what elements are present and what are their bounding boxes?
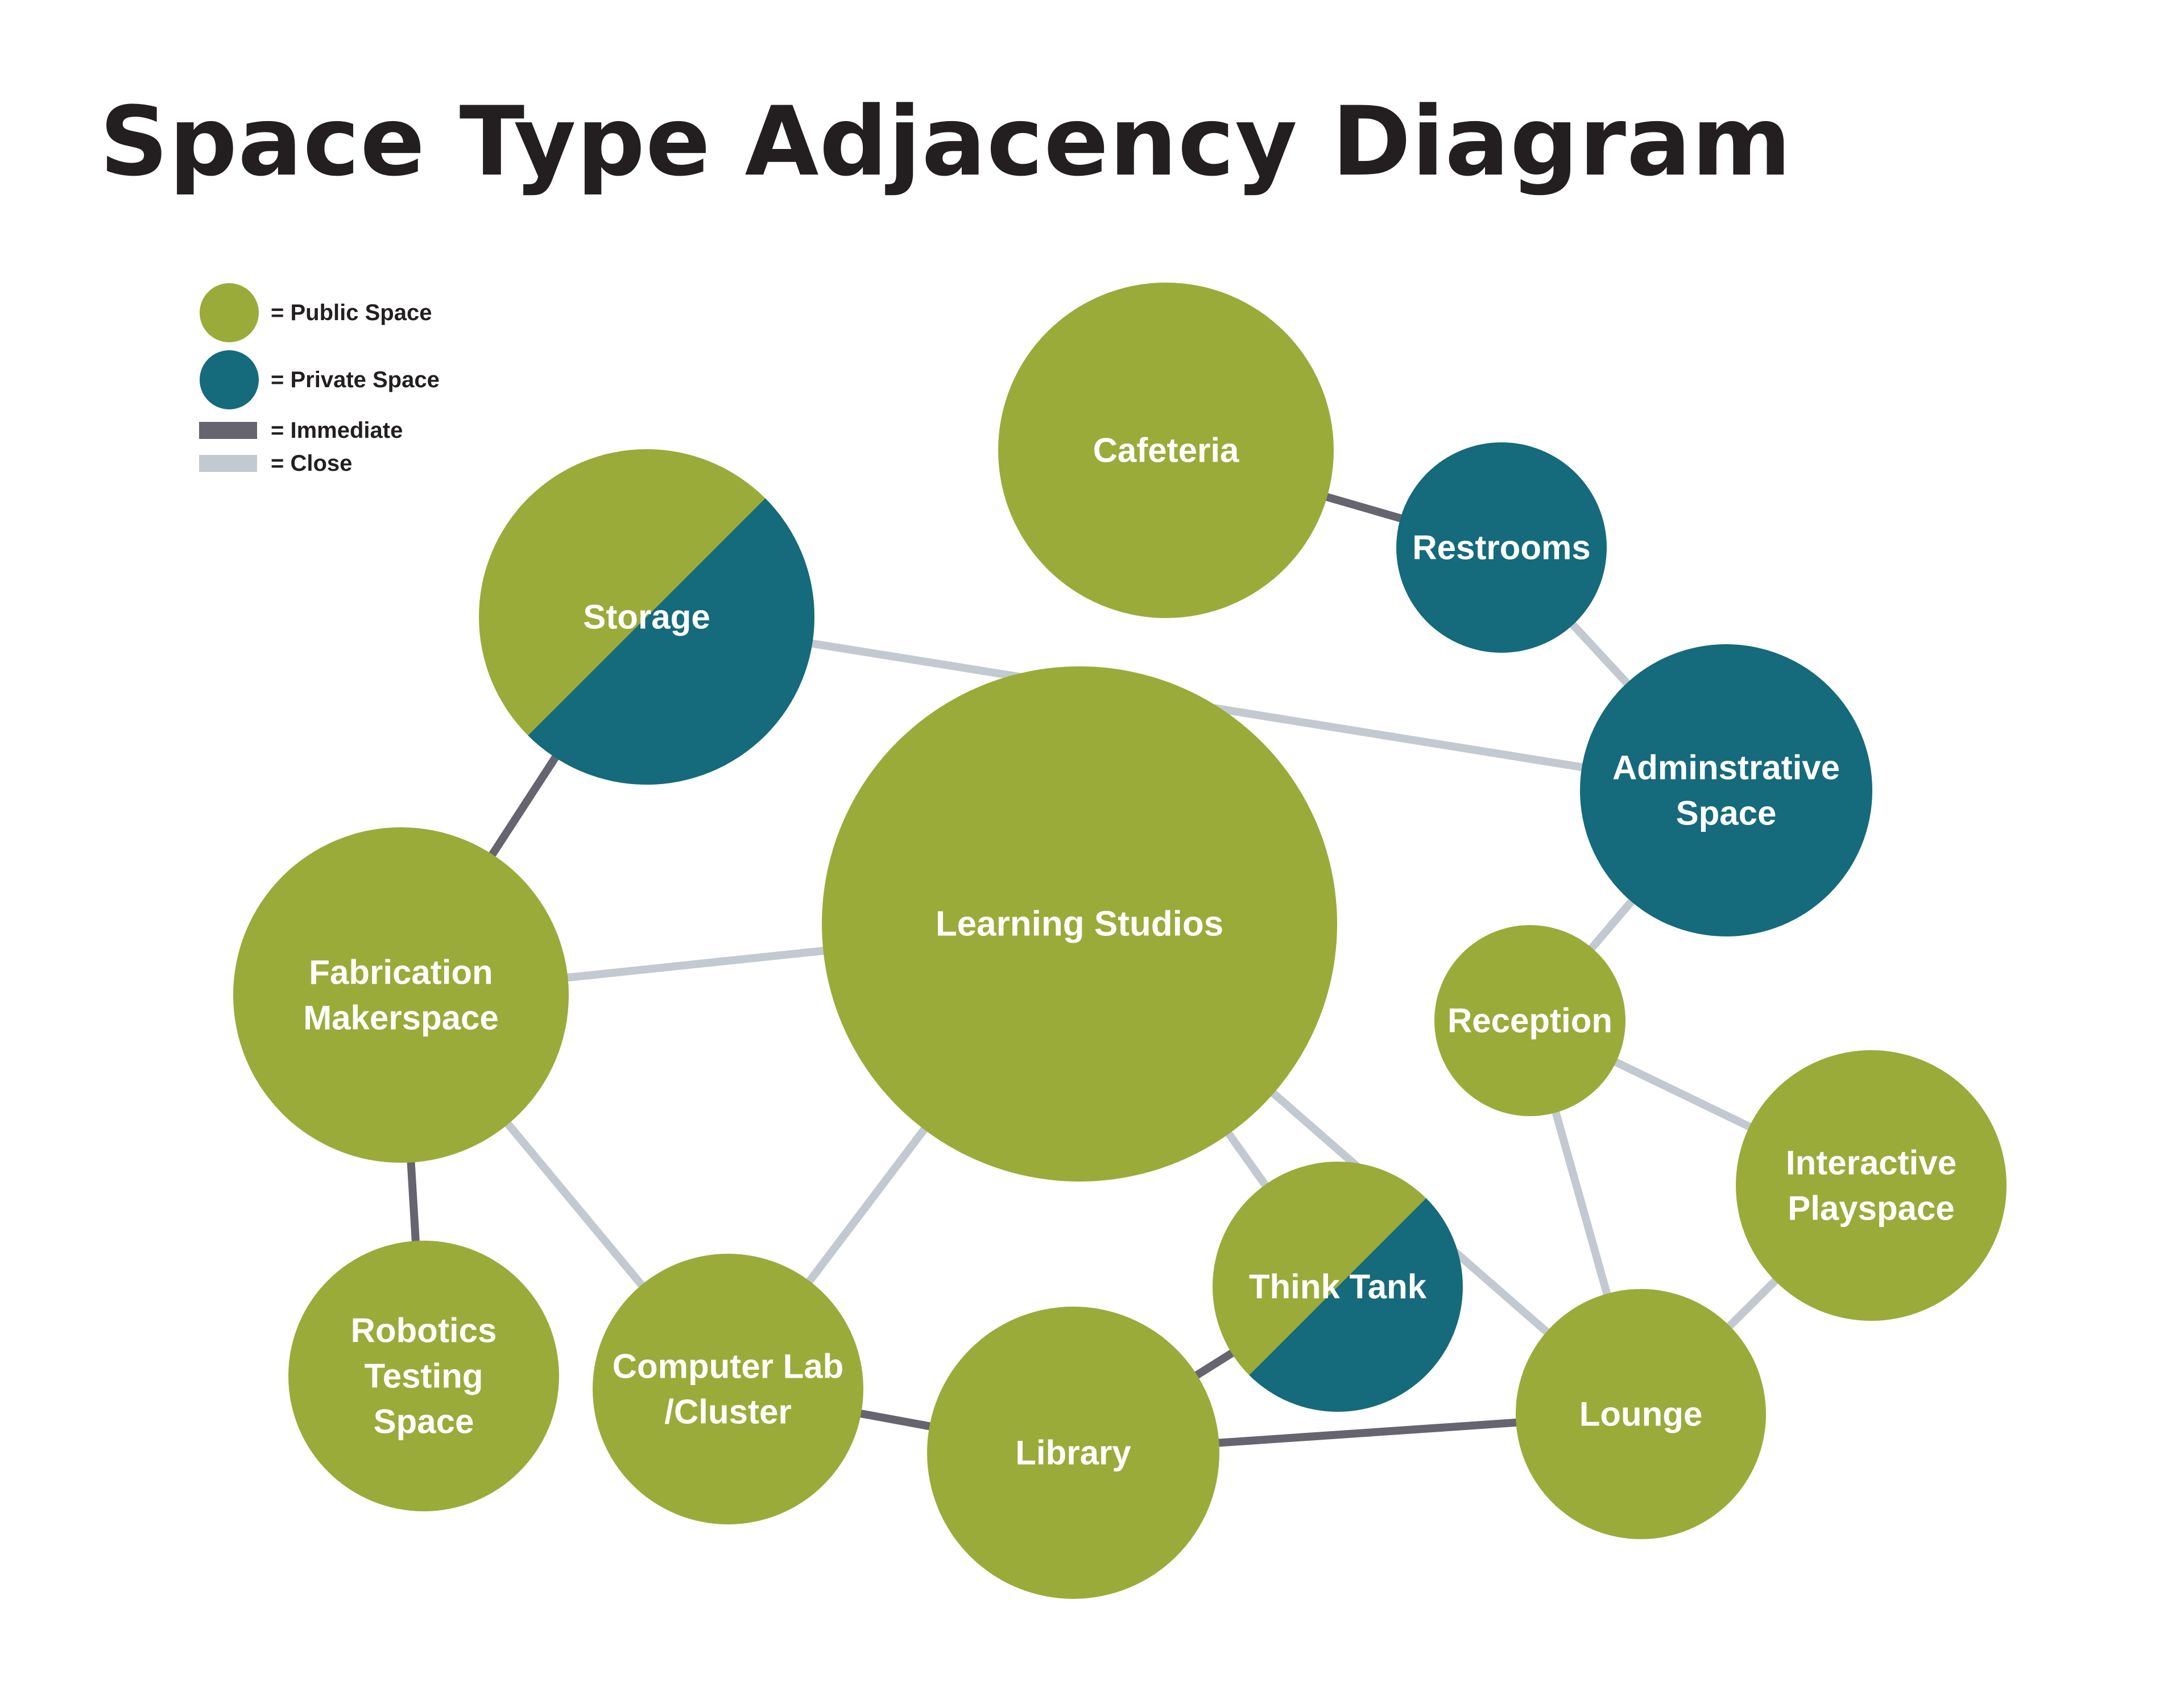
node-cafeteria-label: Cafeteria: [1093, 432, 1239, 470]
node-interactive-label: Interactive: [1786, 1144, 1956, 1182]
node-robotics-label: Robotics: [351, 1312, 497, 1350]
node-admin-label: Adminstrative: [1612, 749, 1840, 787]
node-robotics-label: Space: [374, 1403, 474, 1441]
node-admin-label: Space: [1676, 794, 1777, 832]
node-reception: Reception: [1434, 925, 1625, 1116]
node-thinktank-label: Think Tank: [1249, 1268, 1427, 1306]
node-cafeteria: Cafeteria: [998, 283, 1334, 618]
nodes-layer: Storage CafeteriaRestroomsAdminstrativeSp…: [233, 283, 2007, 1599]
node-fabrication-circle: [233, 827, 569, 1163]
node-admin-circle: [1580, 644, 1872, 936]
node-storage-label: Storage: [583, 598, 710, 636]
node-learning: Learning Studios: [822, 666, 1337, 1182]
node-restrooms-label: Restrooms: [1412, 529, 1590, 567]
legend-swatch-private: [200, 350, 259, 409]
legend-swatch-close: [199, 455, 257, 472]
node-restrooms-circle: [1396, 442, 1607, 653]
node-reception-circle: [1434, 925, 1625, 1116]
legend-label-private: = Private Space: [271, 367, 440, 392]
node-interactive-circle: [1736, 1050, 2007, 1321]
node-learning-circle: [822, 666, 1337, 1182]
legend-item-close: = Close: [199, 451, 352, 476]
node-restrooms: Restrooms: [1396, 442, 1607, 653]
legend-item-immediate: = Immediate: [199, 418, 403, 443]
legend-label-close: = Close: [271, 451, 352, 476]
node-computer: Computer Lab/Cluster: [593, 1254, 863, 1524]
node-fabrication-label: Fabrication: [309, 954, 493, 992]
legend-swatch-public: [200, 283, 259, 342]
node-thinktank-private-half: [1249, 1198, 1463, 1412]
legend-swatch-immediate: [199, 422, 257, 439]
node-reception-label: Reception: [1447, 1002, 1612, 1040]
legend-item-public: = Public Space: [200, 283, 432, 342]
node-lounge-circle: [1516, 1289, 1766, 1539]
page-title: Space Type Adjacency Diagram: [100, 86, 1792, 197]
node-interactive-label: Playspace: [1788, 1189, 1955, 1228]
node-computer-circle: [593, 1254, 863, 1524]
node-computer-label: /Cluster: [664, 1393, 791, 1431]
node-fabrication-label: Makerspace: [303, 999, 499, 1037]
node-thinktank: Think Tank: [1213, 1162, 1463, 1412]
node-robotics-circle: [288, 1241, 559, 1511]
node-storage-private-half: [528, 498, 814, 785]
node-library-circle: [927, 1307, 1219, 1599]
legend: = Public Space = Private Space = Immediate…: [199, 283, 440, 476]
legend-item-private: = Private Space: [200, 350, 440, 409]
node-lounge-label: Lounge: [1579, 1395, 1703, 1433]
legend-label-public: = Public Space: [271, 300, 432, 325]
node-learning-label: Learning Studios: [936, 905, 1223, 944]
node-library-label: Library: [1015, 1434, 1131, 1472]
node-library: Library: [927, 1307, 1219, 1599]
node-storage: Storage: [479, 449, 814, 785]
node-computer-label: Computer Lab: [613, 1348, 844, 1386]
legend-label-immediate: = Immediate: [271, 418, 403, 443]
node-robotics-label: Testing: [365, 1357, 483, 1395]
node-cafeteria-circle: [998, 283, 1334, 618]
node-lounge: Lounge: [1516, 1289, 1766, 1539]
